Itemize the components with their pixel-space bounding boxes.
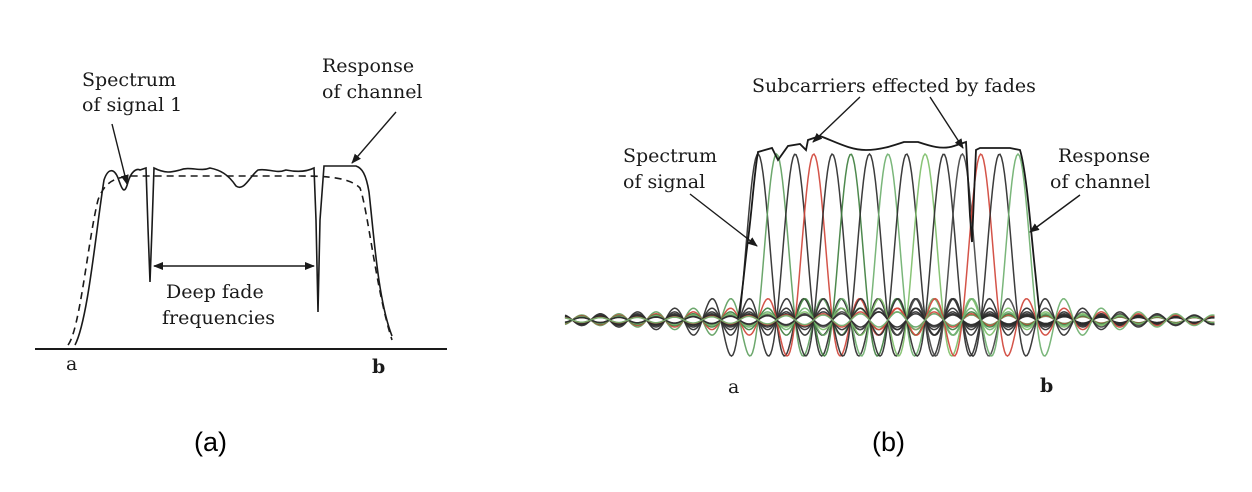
panel-b-caption: (b)	[872, 427, 905, 457]
panel-a-channel-response	[74, 165, 393, 346]
panel-b: Subcarriers effected by fades Spectrum o…	[564, 75, 1215, 457]
panel-b-spectrum-label-2: of signal	[623, 171, 705, 193]
panel-a-deep-fade-label-1: Deep fade	[166, 281, 264, 303]
panel-b-axis-end-label: b	[1040, 375, 1053, 397]
panel-b-axis-start-label: a	[728, 376, 739, 398]
panel-b-subcarrier-arrow-right	[929, 96, 964, 149]
panel-a-caption: (a)	[194, 427, 227, 457]
panel-a-response-arrow	[351, 111, 397, 164]
panel-a-deep-fade-label-2: frequencies	[162, 307, 275, 329]
panel-a-spectrum-label-2: of signal 1	[82, 94, 182, 116]
panel-b-response-label-1: Response	[1058, 145, 1150, 167]
panel-b-subcarrier-arrow-left	[812, 96, 861, 143]
panel-a-spectrum-label-1: Spectrum	[82, 69, 176, 91]
panel-b-subcarriers	[564, 152, 1215, 358]
panel-a-response-label-1: Response	[322, 55, 414, 77]
panel-a-axis-end-label: b	[372, 356, 385, 378]
panel-b-spectrum-arrow	[689, 193, 758, 247]
subcarrier-14	[564, 153, 1215, 358]
panel-a-signal-spectrum	[67, 175, 393, 346]
panel-a-spectrum-arrow	[111, 123, 129, 185]
panel-a-response-label-2: of channel	[322, 81, 423, 103]
panel-b-subcarriers-label: Subcarriers effected by fades	[752, 75, 1036, 97]
panel-a-axis-start-label: a	[66, 353, 77, 375]
panel-b-response-arrow	[1029, 194, 1081, 233]
panel-a: Spectrum of signal 1 Response of channel…	[35, 55, 447, 457]
panel-b-response-label-2: of channel	[1050, 171, 1151, 193]
subcarrier-15	[564, 152, 1215, 357]
panel-b-spectrum-label-1: Spectrum	[623, 145, 717, 167]
panel-b-channel-response	[737, 135, 1041, 319]
